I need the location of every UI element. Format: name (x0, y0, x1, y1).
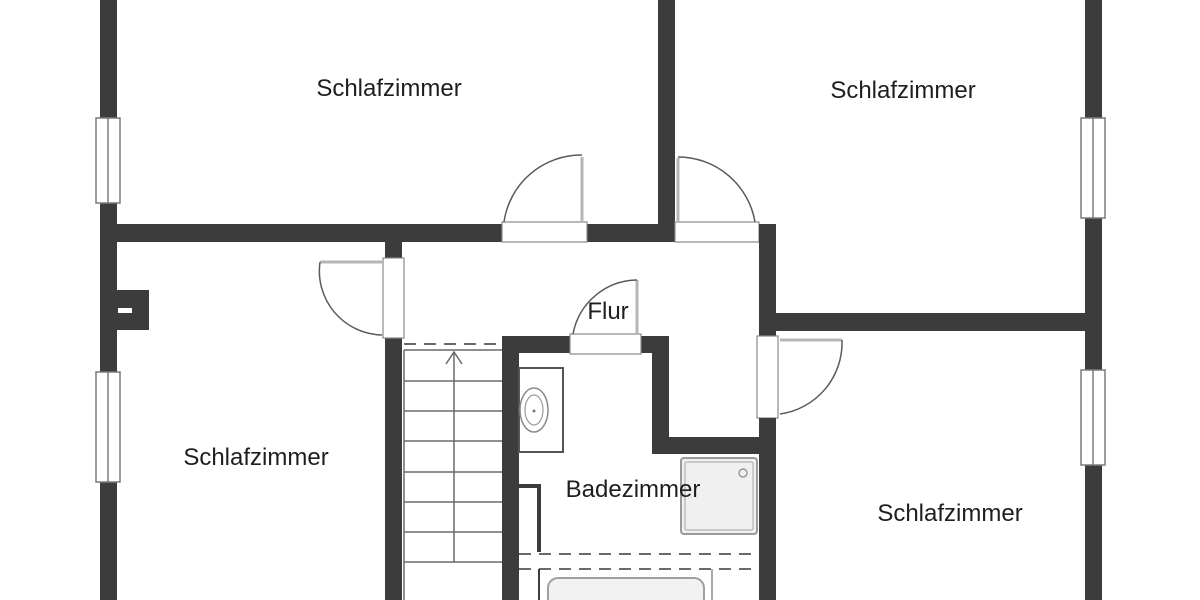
window-icon (1080, 117, 1106, 219)
chimney-icon (100, 290, 149, 330)
room-label-bedroom: Schlafzimmer (316, 75, 462, 102)
wall-interior (759, 313, 1102, 331)
wall-interior (502, 336, 776, 600)
door-icon (756, 335, 843, 419)
wall-interior (658, 0, 675, 242)
bathtub-icon (538, 569, 713, 600)
wall-right-exterior (1085, 0, 1102, 600)
wall-interior (100, 224, 675, 242)
wall-interior (759, 418, 776, 600)
staircase (403, 343, 502, 600)
cabinet (519, 484, 541, 552)
room-label-hallway: Flur (587, 298, 629, 325)
room-label-bathroom: Badezimmer (565, 476, 701, 503)
shower-icon (680, 457, 758, 535)
wall-interior (759, 224, 776, 336)
toilet-icon (518, 367, 564, 453)
room-label-bedroom: Schlafzimmer (183, 444, 329, 471)
roof-slope-line (519, 552, 759, 570)
door-icon (569, 279, 642, 355)
wall-interior (385, 242, 402, 600)
window-icon (95, 371, 121, 483)
door-icon (501, 154, 588, 243)
room-label-bedroom: Schlafzimmer (830, 77, 976, 104)
window-icon (95, 117, 121, 204)
window-icon (1080, 369, 1106, 466)
door-icon (318, 257, 405, 339)
room-label-bedroom: Schlafzimmer (877, 500, 1023, 527)
up-arrow-icon (445, 350, 463, 365)
door-icon (674, 156, 760, 243)
